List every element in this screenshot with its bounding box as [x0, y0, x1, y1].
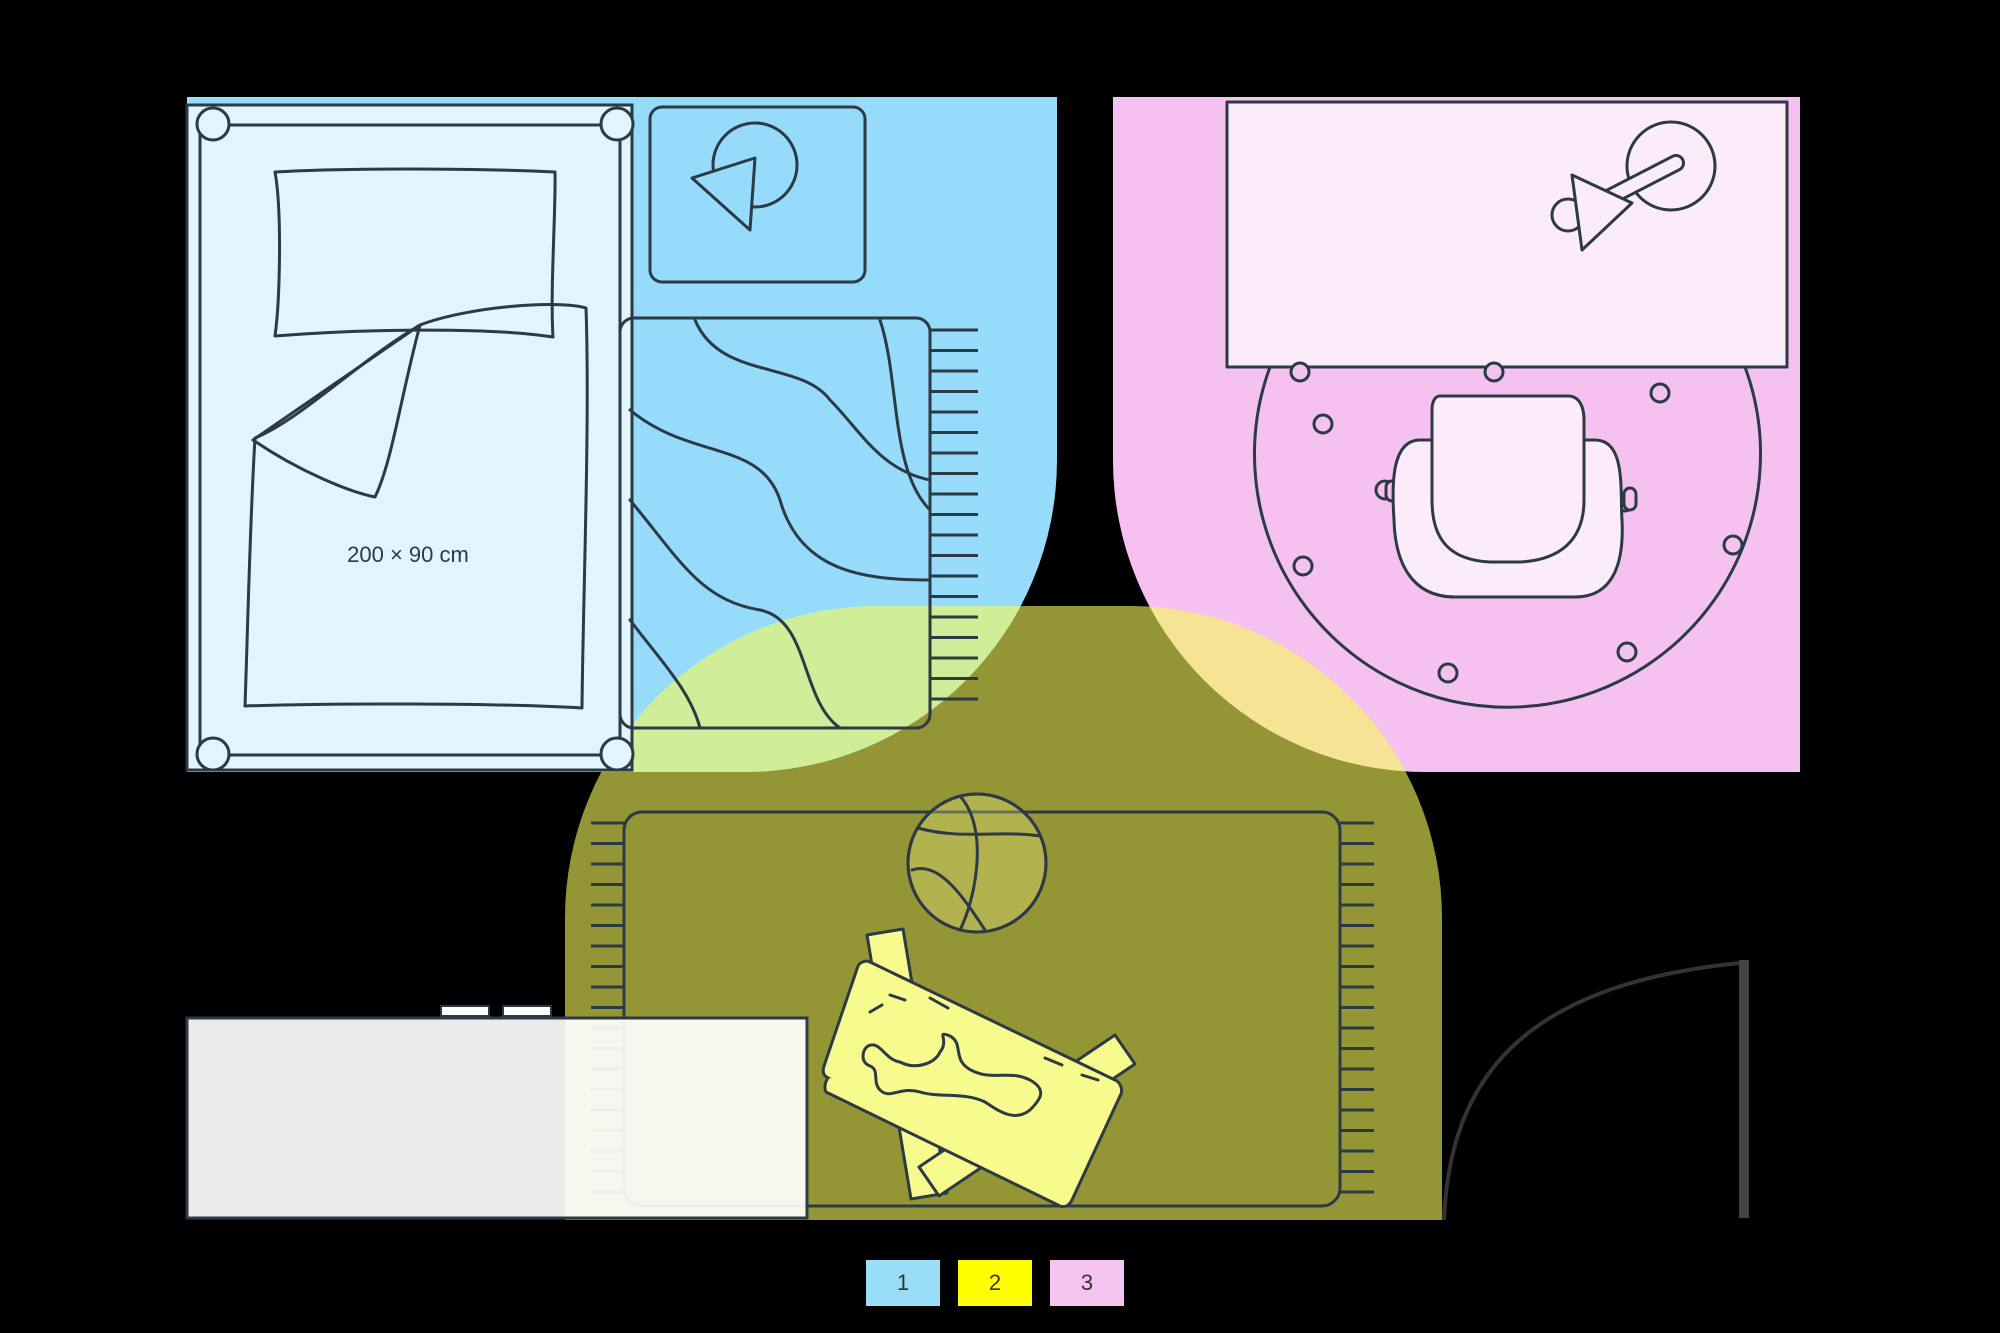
pillow-icon	[273, 167, 557, 339]
bed: 200 × 90 cm	[185, 103, 635, 772]
bed-size-label: 200 × 90 cm	[347, 542, 469, 567]
door-icon	[1442, 960, 1749, 1221]
cat-doodle	[861, 1032, 1043, 1117]
basketball-icon	[906, 792, 1048, 934]
lamp-icon	[690, 121, 799, 232]
legend-item-1: 1	[866, 1260, 940, 1306]
desk-lamp-icon	[1550, 120, 1717, 252]
toy-box-icon	[821, 927, 1137, 1208]
blanket-fold	[251, 323, 422, 499]
legend: 1 2 3	[866, 1260, 1124, 1306]
legend-item-2: 2	[958, 1260, 1032, 1306]
rug-1-fringe	[930, 328, 978, 701]
legend-item-3: 3	[1050, 1260, 1124, 1306]
rug-1	[618, 316, 978, 730]
desk	[1225, 100, 1789, 369]
play-rug-fringe-right	[1340, 821, 1374, 1194]
nightstand	[648, 105, 867, 284]
play-rug	[591, 810, 1374, 1208]
chair-icon	[1384, 394, 1638, 599]
dresser	[185, 1005, 809, 1220]
